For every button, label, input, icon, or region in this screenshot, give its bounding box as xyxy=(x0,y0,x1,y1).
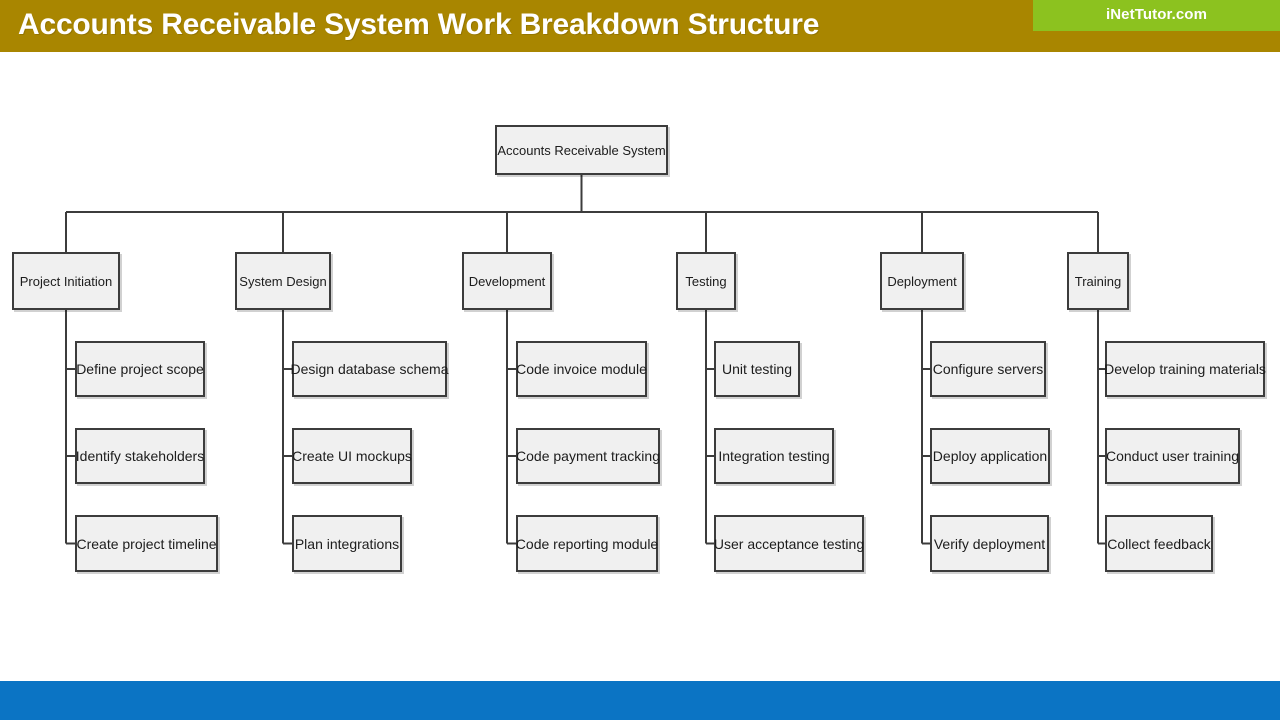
header-bar: Accounts Receivable System Work Breakdow… xyxy=(0,0,1280,52)
wbs-task-node-4-3[interactable]: User acceptance testing xyxy=(714,515,864,572)
wbs-task-node-1-1[interactable]: Define project scope xyxy=(75,341,205,397)
wbs-task-node-3-2[interactable]: Code payment tracking xyxy=(516,428,660,484)
wbs-task-node-3-2-label: Code payment tracking xyxy=(516,448,660,464)
wbs-task-node-4-2-label: Integration testing xyxy=(718,448,830,464)
wbs-task-node-2-2-label: Create UI mockups xyxy=(292,448,412,464)
footer-bar xyxy=(0,681,1280,720)
wbs-task-node-2-2[interactable]: Create UI mockups xyxy=(292,428,412,484)
wbs-phase-node-6[interactable]: Training xyxy=(1067,252,1129,310)
wbs-task-node-1-3[interactable]: Create project timeline xyxy=(75,515,218,572)
brand-badge-label: iNetTutor.com xyxy=(1105,6,1208,23)
page-title: Accounts Receivable System Work Breakdow… xyxy=(18,8,820,41)
wbs-task-node-5-1[interactable]: Configure servers xyxy=(930,341,1046,397)
wbs-task-node-4-1-label: Unit testing xyxy=(721,361,793,377)
wbs-task-node-6-3-label: Collect feedback xyxy=(1107,535,1211,552)
wbs-phase-node-2-label: System Design xyxy=(239,273,327,289)
wbs-task-node-5-2-label: Deploy application xyxy=(932,448,1048,464)
wbs-task-node-4-1[interactable]: Unit testing xyxy=(714,341,800,397)
wbs-phase-node-5-label: Deployment xyxy=(887,273,957,289)
wbs-phase-node-4[interactable]: Testing xyxy=(676,252,736,310)
wbs-phase-node-1-label: Project Initiation xyxy=(19,273,113,289)
wbs-task-node-2-1-label: Design database schema xyxy=(290,361,449,377)
wbs-phase-node-4-label: Testing xyxy=(685,273,727,289)
wbs-task-node-5-3-label: Verify deployment xyxy=(933,535,1046,552)
wbs-root-node[interactable]: Accounts Receivable System xyxy=(495,125,668,175)
wbs-task-node-2-1[interactable]: Design database schema xyxy=(290,341,449,397)
wbs-task-node-2-3[interactable]: Plan integrations xyxy=(292,515,402,572)
brand-badge: iNetTutor.com xyxy=(1033,0,1280,31)
wbs-task-node-5-3[interactable]: Verify deployment xyxy=(930,515,1049,572)
wbs-root-node-label: Accounts Receivable System xyxy=(497,142,666,158)
wbs-task-node-1-3-label: Create project timeline xyxy=(76,535,217,552)
wbs-phase-node-5[interactable]: Deployment xyxy=(880,252,964,310)
wbs-task-node-5-2[interactable]: Deploy application xyxy=(930,428,1050,484)
wbs-task-node-6-1[interactable]: Develop training materials xyxy=(1104,341,1266,397)
wbs-task-node-2-3-label: Plan integrations xyxy=(294,535,400,552)
wbs-task-node-3-1[interactable]: Code invoice module xyxy=(516,341,647,397)
wbs-phase-node-1[interactable]: Project Initiation xyxy=(12,252,120,310)
wbs-task-node-4-3-label: User acceptance testing xyxy=(713,535,865,552)
wbs-task-node-3-3[interactable]: Code reporting module xyxy=(516,515,658,572)
wbs-task-node-6-3[interactable]: Collect feedback xyxy=(1105,515,1213,572)
wbs-phase-node-3[interactable]: Development xyxy=(462,252,552,310)
wbs-phase-node-3-label: Development xyxy=(468,273,546,289)
wbs-task-node-4-2[interactable]: Integration testing xyxy=(714,428,834,484)
wbs-task-node-6-2[interactable]: Conduct user training xyxy=(1105,428,1240,484)
wbs-task-node-1-1-label: Define project scope xyxy=(76,361,204,377)
wbs-phase-node-2[interactable]: System Design xyxy=(235,252,331,310)
wbs-task-node-1-2-label: Identify stakeholders xyxy=(75,448,205,464)
wbs-task-node-3-1-label: Code invoice module xyxy=(516,361,647,377)
wbs-task-node-1-2[interactable]: Identify stakeholders xyxy=(75,428,205,484)
wbs-phase-node-6-label: Training xyxy=(1074,273,1122,289)
wbs-task-node-5-1-label: Configure servers xyxy=(932,361,1044,377)
wbs-task-node-3-3-label: Code reporting module xyxy=(515,535,659,552)
wbs-task-node-6-2-label: Conduct user training xyxy=(1105,448,1240,464)
wbs-connector-lines xyxy=(65,175,1105,545)
wbs-task-node-6-1-label: Develop training materials xyxy=(1104,361,1266,377)
